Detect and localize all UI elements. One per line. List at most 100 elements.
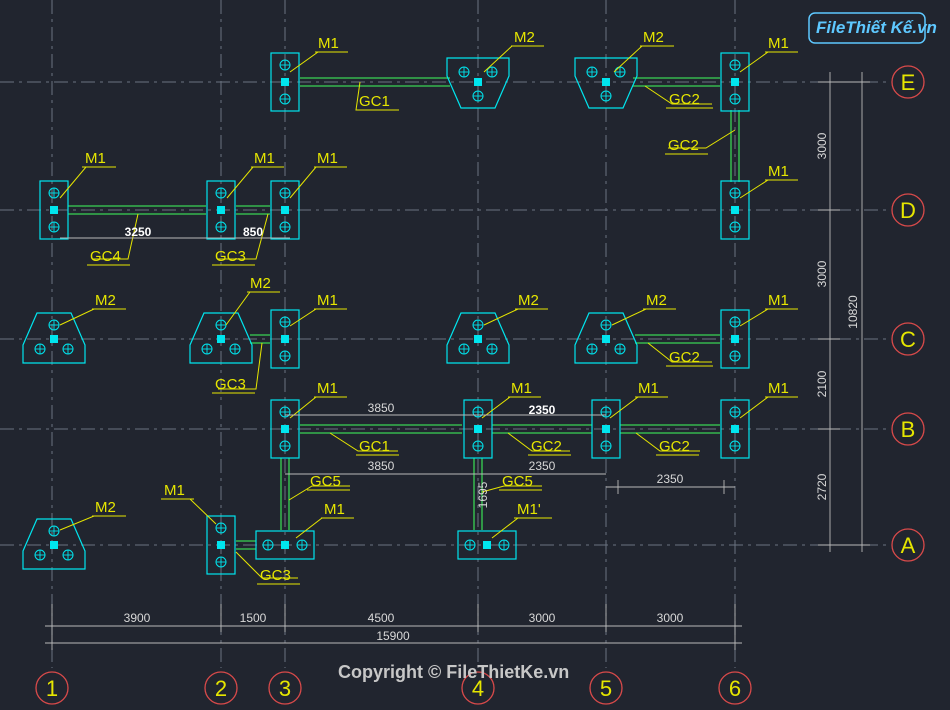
grid-bubble-col-1: 1 bbox=[35, 671, 69, 705]
dim-3250: 3250 bbox=[125, 225, 152, 239]
grid-bubble-label: A bbox=[901, 533, 916, 558]
grid-bubble-label: E bbox=[901, 70, 916, 95]
label-gc5-3: GC5 bbox=[288, 473, 350, 501]
label-m1-b3-text: M1 bbox=[317, 380, 338, 397]
cap-m2-c2 bbox=[189, 312, 253, 364]
dim-bottom-5: 3000 bbox=[657, 611, 684, 625]
label-m1p-a4-text: M1' bbox=[517, 501, 541, 518]
pile-caps bbox=[22, 52, 750, 575]
label-gc4-d: GC4 bbox=[87, 213, 139, 266]
right-dimensions: 3000 3000 2100 2720 10820 bbox=[815, 72, 870, 552]
label-m1-c3-text: M1 bbox=[317, 292, 338, 309]
dim-b-2350-below: 2350 bbox=[529, 459, 556, 473]
cap-m1-d1 bbox=[39, 180, 69, 240]
label-m1-d6: M1 bbox=[739, 163, 798, 199]
grid-lines bbox=[0, 0, 890, 668]
cap-m1-b3 bbox=[270, 399, 300, 459]
grid-bubbles: 1 2 3 4 5 6 E D C B A bbox=[35, 65, 925, 705]
label-m1-b6: M1 bbox=[739, 380, 798, 419]
label-m1-e3: M1 bbox=[289, 35, 348, 73]
label-m2-e4: M2 bbox=[483, 29, 544, 73]
grid-bubble-col-5: 5 bbox=[589, 671, 623, 705]
grid-bubble-row-e: E bbox=[891, 65, 925, 99]
dim-right-2: 3000 bbox=[815, 260, 829, 287]
label-gc5-4: GC5 bbox=[481, 473, 542, 493]
label-m1-b4-text: M1 bbox=[511, 380, 532, 397]
grid-bubble-row-d: D bbox=[891, 193, 925, 227]
label-gc2-b5: GC2 bbox=[635, 432, 700, 456]
dim-right-total: 10820 bbox=[846, 295, 860, 329]
label-m2-a1: M2 bbox=[59, 499, 126, 531]
label-gc3-c: GC3 bbox=[212, 342, 263, 394]
label-m1-e6: M1 bbox=[739, 35, 798, 73]
label-gc2-e6: GC2 bbox=[665, 129, 736, 155]
label-m1-a2: M1 bbox=[161, 482, 217, 525]
label-m1-e6-text: M1 bbox=[768, 35, 789, 52]
label-gc1-e-text: GC1 bbox=[359, 93, 390, 110]
cap-m1-d2 bbox=[206, 180, 236, 240]
cap-m2-e4 bbox=[446, 57, 510, 109]
grid-bubble-col-4: 4 bbox=[461, 671, 495, 705]
dim-850: 850 bbox=[243, 225, 263, 239]
inner-dimensions: 3250 850 3850 2350 3850 2350 2350 1695 bbox=[60, 225, 735, 508]
cap-m1-b4 bbox=[463, 399, 493, 459]
dim-b-3850-below: 3850 bbox=[368, 459, 395, 473]
cap-m1p-a4 bbox=[457, 530, 517, 560]
dim-b-2350-right: 2350 bbox=[657, 472, 684, 486]
cap-m1-d6 bbox=[720, 180, 750, 240]
cap-m2-c5 bbox=[574, 312, 638, 364]
label-gc2-b4: GC2 bbox=[507, 432, 571, 456]
logo-text: FileThiết Kế.vn bbox=[816, 18, 937, 37]
grid-bubble-label: 4 bbox=[472, 676, 484, 701]
label-m1-a3-text: M1 bbox=[324, 501, 345, 518]
dim-right-4: 2720 bbox=[815, 473, 829, 500]
label-gc5-3-text: GC5 bbox=[310, 473, 341, 490]
cap-m1-d3 bbox=[270, 180, 300, 240]
label-m1-c6: M1 bbox=[739, 292, 798, 327]
label-gc1-e: GC1 bbox=[355, 81, 399, 111]
label-m2-e5-text: M2 bbox=[643, 29, 664, 46]
dim-bottom-2: 1500 bbox=[240, 611, 267, 625]
label-gc4-d-text: GC4 bbox=[90, 248, 121, 265]
label-gc2-b4-text: GC2 bbox=[531, 438, 562, 455]
label-m1-b3: M1 bbox=[289, 380, 347, 419]
label-m2-e5: M2 bbox=[613, 29, 674, 73]
dim-bottom-4: 3000 bbox=[529, 611, 556, 625]
cap-m1-b5 bbox=[591, 399, 621, 459]
label-gc2-c-text: GC2 bbox=[669, 349, 700, 366]
label-m1-d3: M1 bbox=[289, 150, 347, 199]
label-gc3-d: GC3 bbox=[212, 213, 269, 266]
cap-m1-e3 bbox=[270, 52, 300, 112]
grid-bubble-row-a: A bbox=[891, 528, 925, 562]
grid-bubble-row-b: B bbox=[891, 412, 925, 446]
dim-gc5-1695: 1695 bbox=[476, 481, 490, 508]
dim-right-3: 2100 bbox=[815, 370, 829, 397]
label-m1-d1: M1 bbox=[59, 150, 116, 199]
label-m2-a1-text: M2 bbox=[95, 499, 116, 516]
label-gc3-a: GC3 bbox=[235, 551, 300, 585]
label-m2-c4: M2 bbox=[483, 292, 548, 326]
label-m2-c1-text: M2 bbox=[95, 292, 116, 309]
label-m1-d2: M1 bbox=[226, 150, 284, 199]
label-m1-d2-text: M1 bbox=[254, 150, 275, 167]
cap-m2-a1 bbox=[22, 518, 86, 570]
cap-m1-c6 bbox=[720, 309, 750, 369]
copyright-watermark: Copyright © FileThietKe.vn bbox=[338, 662, 570, 682]
cap-m1-b6 bbox=[720, 399, 750, 459]
grid-bubble-col-6: 6 bbox=[718, 671, 752, 705]
label-gc2-e-text: GC2 bbox=[669, 91, 700, 108]
cap-m1-a2 bbox=[206, 515, 236, 575]
label-gc2-e: GC2 bbox=[644, 85, 713, 109]
logo-badge bbox=[808, 12, 926, 44]
grid-bubble-col-2: 2 bbox=[204, 671, 238, 705]
dim-bottom-total: 15900 bbox=[376, 629, 410, 643]
dim-bottom-1: 3900 bbox=[124, 611, 151, 625]
label-m1-b5-text: M1 bbox=[638, 380, 659, 397]
grid-bubble-label: C bbox=[900, 327, 916, 352]
grid-bubble-label: 1 bbox=[46, 676, 58, 701]
dim-bottom-3: 4500 bbox=[368, 611, 395, 625]
grid-bubble-col-3: 3 bbox=[268, 671, 302, 705]
dim-b-3850: 3850 bbox=[368, 401, 395, 415]
label-m1-e3-text: M1 bbox=[318, 35, 339, 52]
